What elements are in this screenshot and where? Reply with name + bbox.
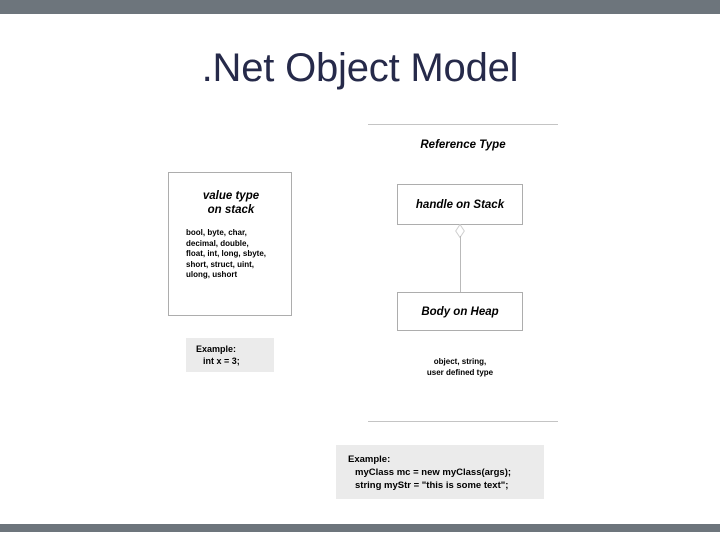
body-on-heap-label: Body on Heap [421, 305, 499, 318]
body-on-heap-box: Body on Heap [397, 292, 523, 331]
value-type-line-5: ulong, ushort [186, 270, 238, 279]
slide-top-bar [0, 0, 720, 14]
reference-type-line-2: user defined type [426, 368, 494, 377]
reference-type-example-label: Example: [348, 454, 391, 465]
value-type-line-3: float, int, long, sbyte, [186, 249, 266, 258]
slide-bottom-bar [0, 524, 720, 532]
value-type-list: bool, byte, char, decimal, double, float… [186, 228, 290, 281]
value-type-line-1: bool, byte, char, [186, 228, 247, 237]
reference-type-example-code-1: myClass mc = new myClass(args); [355, 467, 512, 478]
reference-type-line-1: object, string, [433, 357, 487, 366]
handle-on-stack-label: handle on Stack [415, 198, 505, 211]
value-type-example-box: Example: int x = 3; [186, 338, 282, 380]
value-type-example-label: Example: [196, 344, 237, 354]
value-type-box: value type on stack bool, byte, char, de… [168, 172, 292, 316]
value-type-heading: value type on stack [169, 189, 293, 217]
value-type-heading-line2: on stack [207, 204, 255, 216]
reference-type-rule-top [368, 124, 558, 125]
value-type-line-2: decimal, double, [186, 238, 249, 248]
reference-type-example-code-2: string myStr = "this is some text"; [355, 480, 509, 491]
handle-on-stack-box: handle on Stack [397, 184, 523, 225]
aggregation-connector-line [460, 236, 461, 292]
page-title: .Net Object Model [201, 46, 519, 90]
value-type-example-code-1: int x = 3; [203, 355, 240, 366]
reference-type-example-box: Example: myClass mc = new myClass(args);… [336, 445, 552, 507]
reference-type-heading: Reference Type [420, 139, 506, 151]
value-type-line-4: short, struct, uint, [186, 259, 254, 269]
value-type-heading-line1: value type [202, 190, 260, 202]
reference-type-list: object, string, user defined type [397, 356, 523, 378]
reference-type-rule-bottom [368, 421, 558, 422]
